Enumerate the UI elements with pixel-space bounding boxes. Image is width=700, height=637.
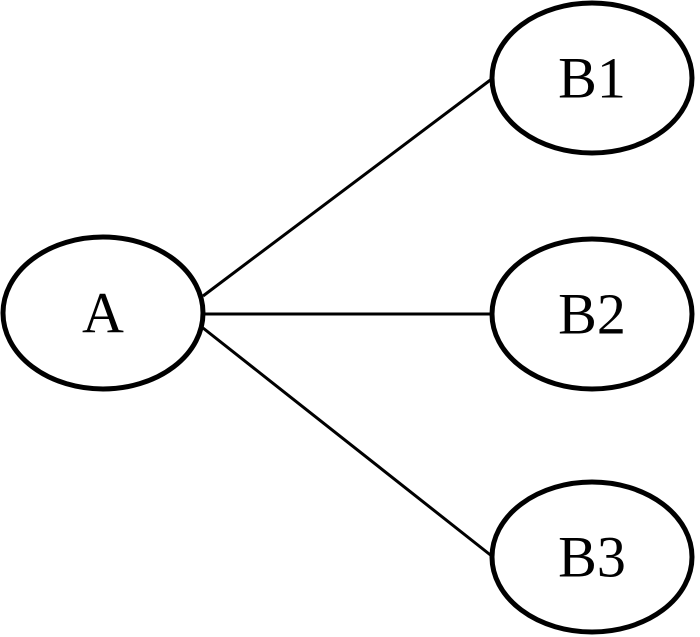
node-b2: B2 bbox=[489, 236, 695, 392]
node-b3: B3 bbox=[489, 479, 695, 635]
node-b1: B1 bbox=[489, 0, 695, 156]
edge-a-b1 bbox=[202, 76, 494, 298]
node-a: A bbox=[0, 234, 206, 392]
node-a-ellipse bbox=[0, 234, 206, 392]
node-a-label: A bbox=[82, 281, 124, 346]
node-b1-ellipse bbox=[489, 0, 695, 156]
node-b3-ellipse bbox=[489, 479, 695, 635]
node-b1-label: B1 bbox=[558, 46, 626, 111]
edge-a-b3 bbox=[202, 326, 494, 559]
node-b2-label: B2 bbox=[558, 282, 626, 347]
node-b3-label: B3 bbox=[558, 525, 626, 590]
node-b2-ellipse bbox=[489, 236, 695, 392]
edges bbox=[202, 76, 494, 559]
